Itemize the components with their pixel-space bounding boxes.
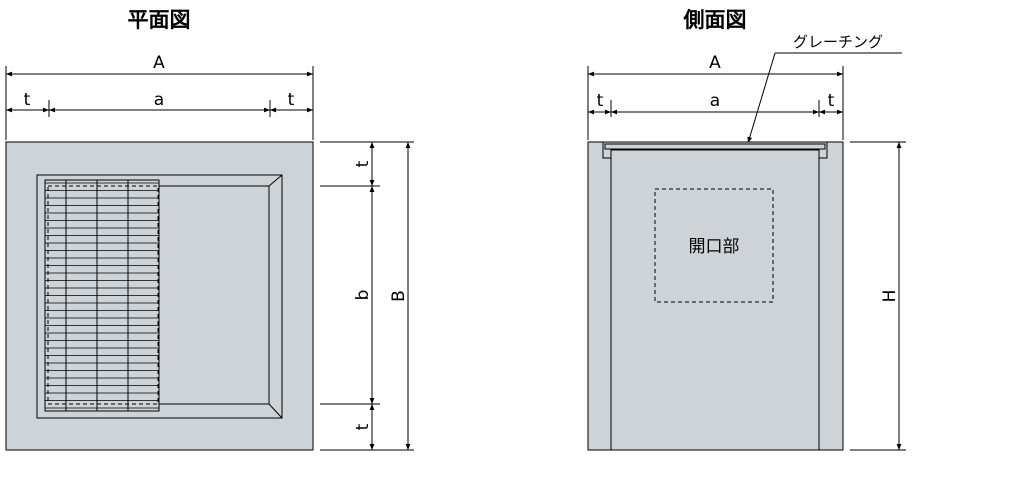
plan-dim-A-label: A [153, 53, 165, 73]
plan-dimension-t-b-t: t b t [353, 142, 375, 450]
side-dimension-t-a-t: t a t [588, 91, 843, 115]
side-opening: 開口部 [654, 188, 774, 303]
side-dim-a-label: a [710, 91, 720, 111]
side-grating [604, 143, 826, 150]
side-dim-A-label: A [709, 53, 721, 73]
plan-dim-b-label: b [353, 290, 373, 301]
side-grating-label: グレーチング [793, 33, 883, 51]
plan-view: 平面図 A t a t [5, 8, 414, 451]
side-dim-H-label: H [880, 290, 900, 303]
side-dimension-A: A [588, 53, 843, 77]
plan-dim-t-right-label: t [288, 90, 295, 110]
plan-dimension-t-a-t: t a t [6, 90, 313, 113]
plan-dimension-A: A [6, 53, 313, 77]
side-view-title: 側面図 [683, 8, 747, 32]
side-grating-callout: グレーチング [747, 33, 902, 144]
plan-extension-lines [5, 66, 414, 451]
side-view: 側面図 グレーチング A t a t [587, 8, 906, 451]
plan-dim-a-label: a [154, 90, 164, 110]
plan-dim-B-label: B [389, 290, 409, 302]
side-dim-t-right-label: t [828, 91, 835, 111]
plan-dim-t-bottom-label: t [353, 423, 373, 430]
plan-grating [44, 179, 160, 412]
side-opening-label: 開口部 [689, 237, 740, 257]
plan-dim-t-top-label: t [353, 160, 373, 167]
plan-dim-t-left-label: t [24, 90, 31, 110]
side-dim-t-left-label: t [597, 91, 604, 111]
plan-view-title: 平面図 [128, 8, 191, 32]
side-concrete-body [587, 141, 844, 451]
plan-dimension-B: B [389, 142, 411, 450]
side-dimension-H: H [880, 142, 902, 450]
